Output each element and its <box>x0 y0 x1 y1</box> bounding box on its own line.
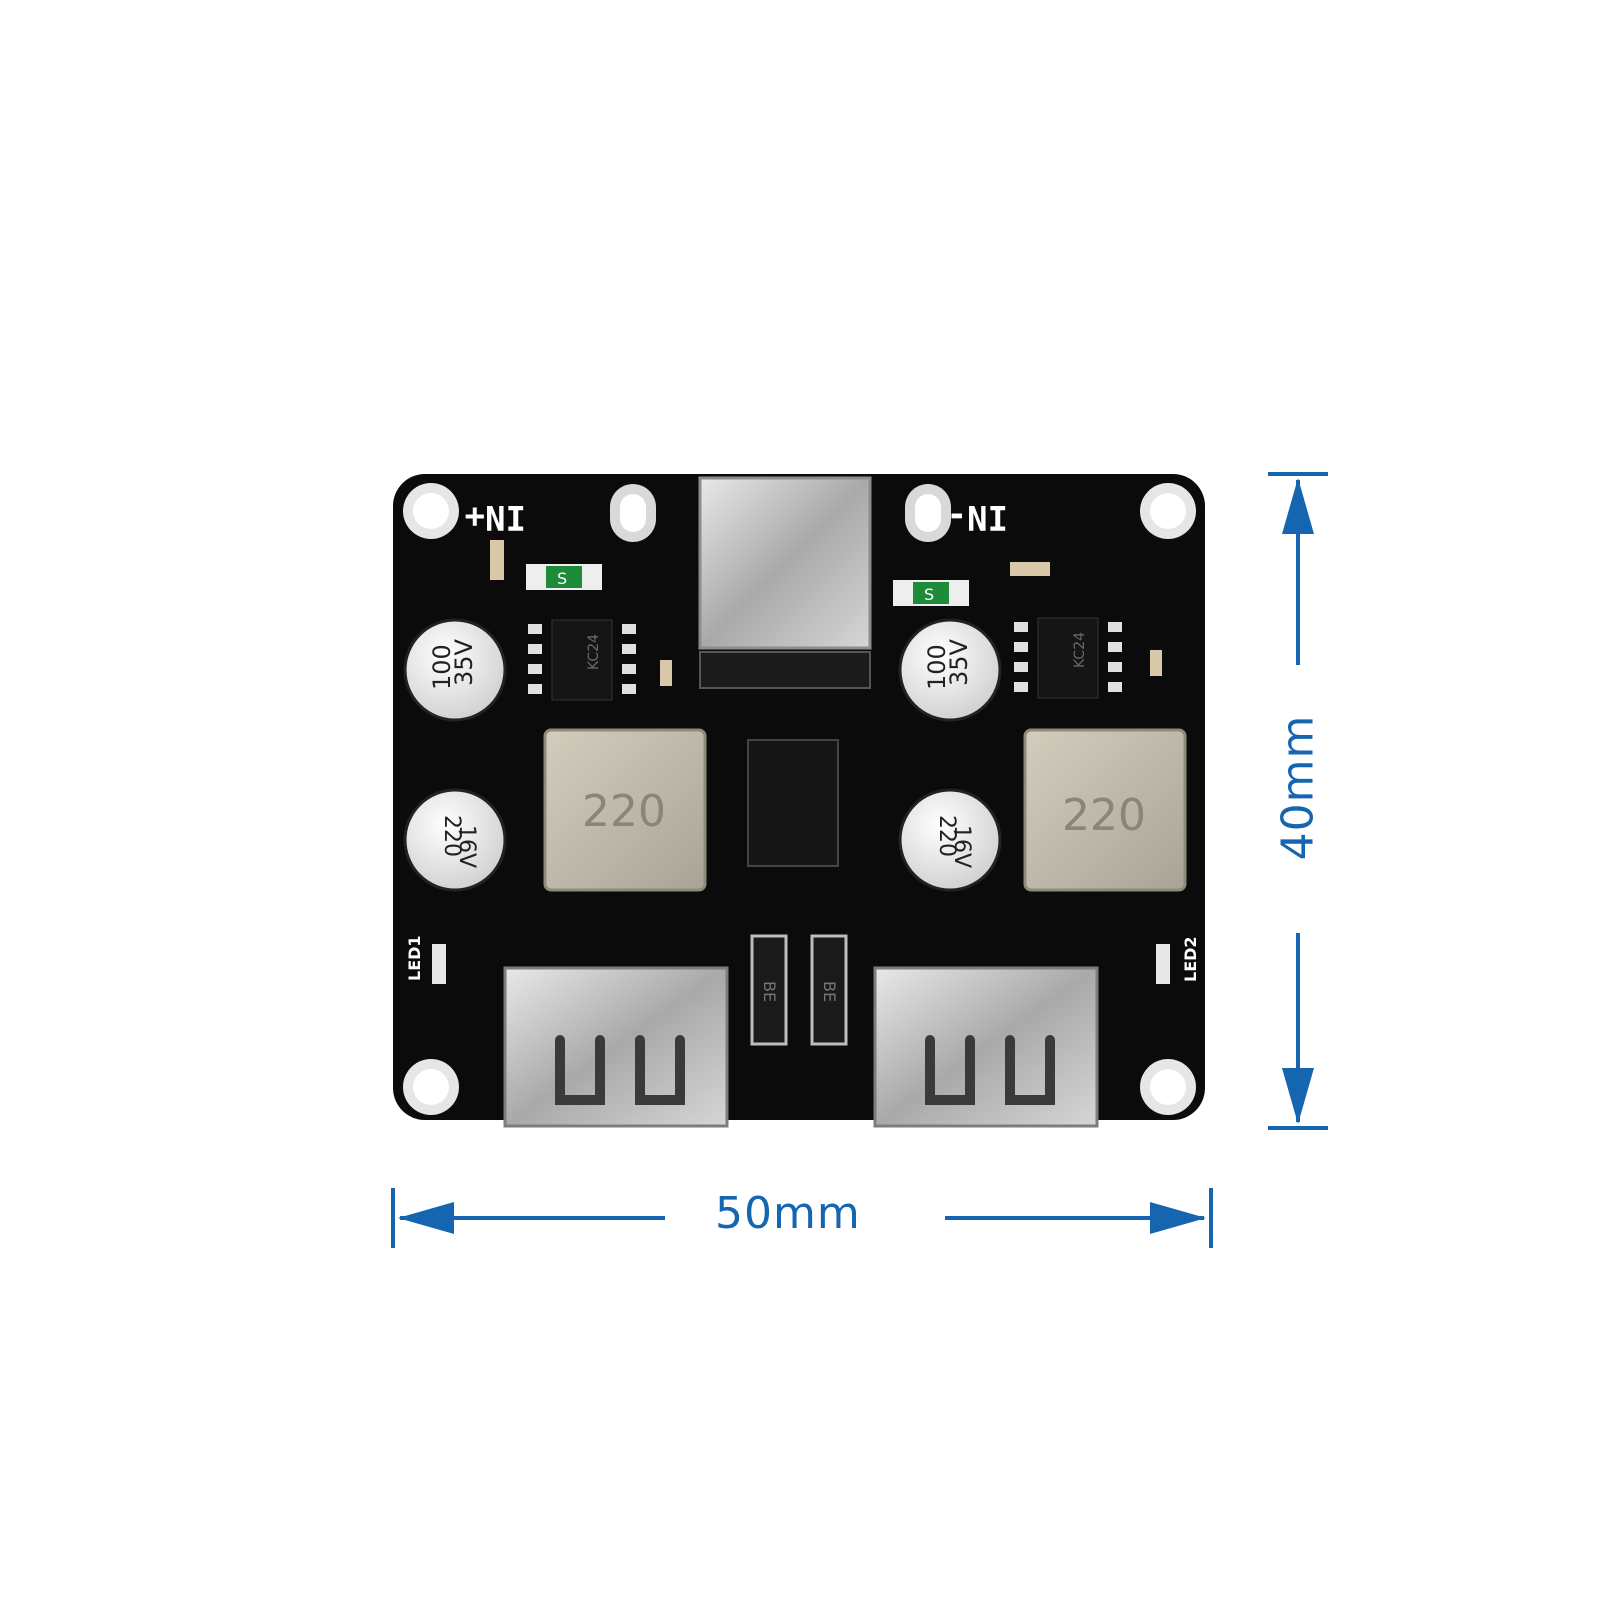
dimension-arrows <box>391 472 1328 1248</box>
cap-label-4b: 16V <box>949 825 974 868</box>
usb-c-connector <box>698 476 872 689</box>
smd-resistors <box>490 540 1162 686</box>
inductor-label-1: 220 <box>582 786 666 837</box>
cap-label-1b: 35V <box>450 638 478 686</box>
mounting-holes <box>403 483 1196 1115</box>
usb-a-ports <box>503 966 1099 1128</box>
input-pads <box>610 484 951 542</box>
width-dimension-label: 50mm <box>715 1188 861 1239</box>
in-plus-label: IN+ <box>465 497 526 537</box>
mosfet <box>747 739 839 867</box>
fuses <box>526 564 969 606</box>
diode-label-1: BE <box>760 981 779 1002</box>
chip-label-1: KC24 <box>586 634 602 670</box>
height-dimension-label: 40mm <box>1272 714 1324 861</box>
cap-label-3a: 220 <box>439 815 464 857</box>
cap-label-3b: 16V <box>454 825 479 868</box>
diode-label-2: BE <box>820 981 839 1002</box>
cap-label-2b: 35V <box>945 638 973 686</box>
schottky-diodes <box>750 934 848 1046</box>
inductor-label-2: 220 <box>1062 790 1146 841</box>
cap-label-4a: 220 <box>934 815 959 857</box>
cap-label-1a: 100 <box>428 644 456 690</box>
fuse-label-2: S <box>924 585 934 604</box>
leds <box>432 944 1170 984</box>
fuse-label-1: S <box>557 569 567 588</box>
in-minus-label: IN- <box>947 497 1008 537</box>
cap-label-2a: 100 <box>923 644 951 690</box>
chip-label-2: KC24 <box>1072 632 1088 668</box>
controller-chips <box>528 617 1122 701</box>
led2-label: LED2 <box>1181 936 1200 982</box>
electrolytic-capacitors <box>403 618 1002 892</box>
led1-label: LED1 <box>405 935 424 981</box>
inductors <box>543 728 1187 892</box>
